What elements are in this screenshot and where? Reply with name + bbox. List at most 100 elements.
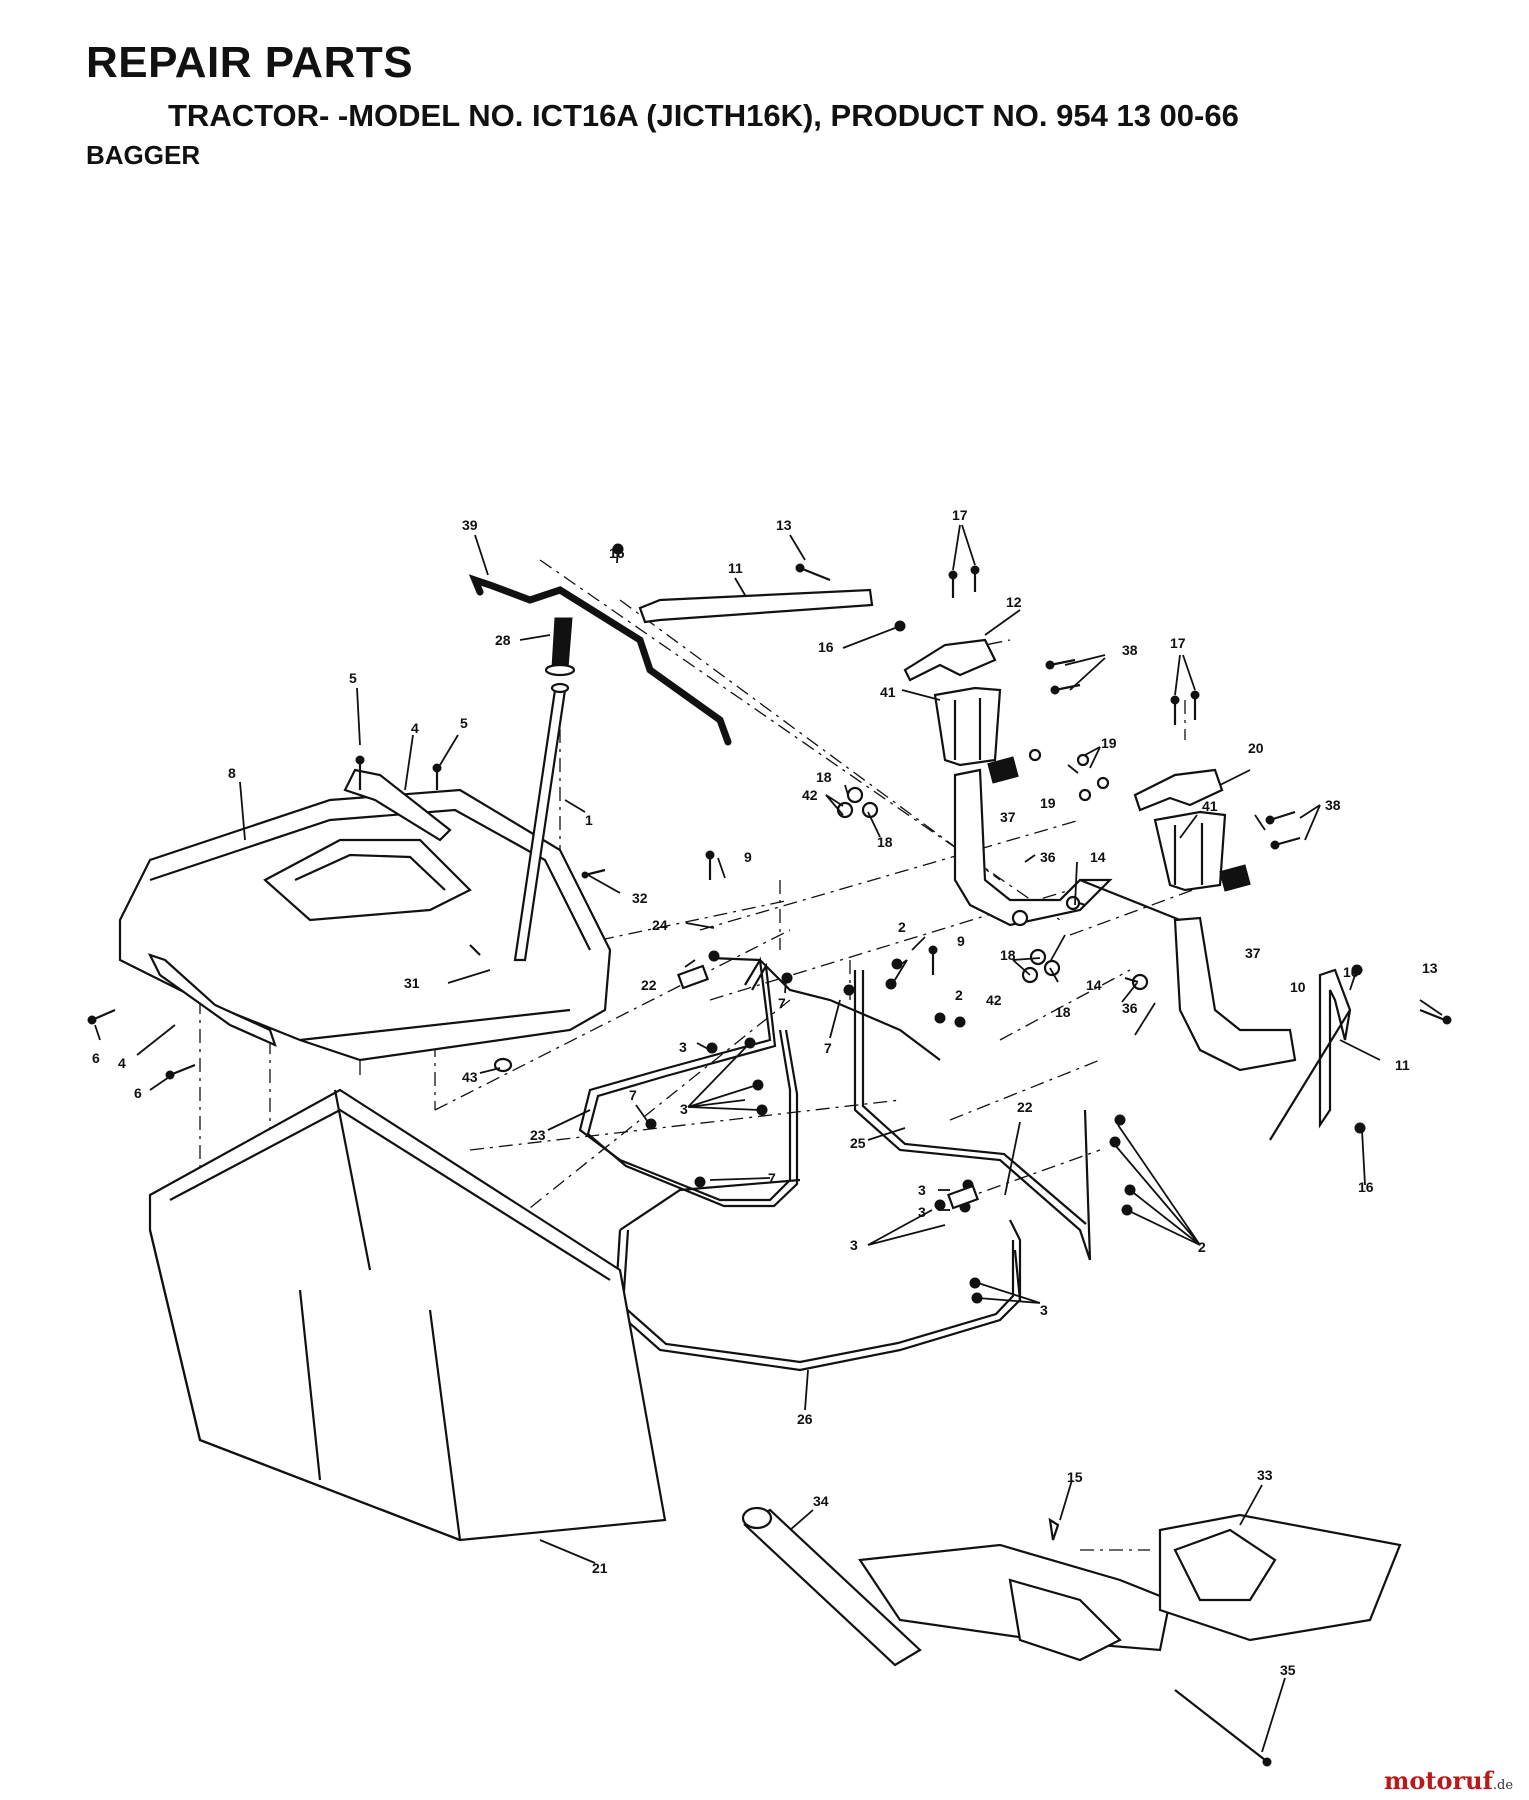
rod-part	[513, 682, 570, 962]
callout-26: 26	[797, 1411, 813, 1427]
callout-38b: 38	[1325, 797, 1341, 813]
callout-5: 5	[349, 670, 357, 686]
grip-part	[544, 617, 576, 677]
callout-16d: 16	[1358, 1179, 1374, 1195]
callout-32: 32	[632, 890, 648, 906]
callout-17b: 17	[1170, 635, 1186, 651]
callout-3: 3	[679, 1039, 687, 1055]
callout-14: 14	[1090, 849, 1106, 865]
mounting-bar-upper-part	[638, 588, 874, 624]
callout-18d: 18	[1055, 1004, 1071, 1020]
callout-11: 11	[728, 560, 743, 576]
callout-11b: 11	[1395, 1057, 1410, 1073]
callout-3b: 3	[680, 1101, 688, 1117]
callout-12: 12	[1006, 594, 1022, 610]
page-title: REPAIR PARTS	[86, 38, 414, 87]
callout-9b: 9	[957, 933, 965, 949]
callout-35: 35	[1280, 1662, 1296, 1678]
callout-2c: 2	[1198, 1239, 1206, 1255]
cross-rod-part	[709, 956, 941, 1061]
callout-18: 18	[816, 769, 832, 785]
callout-17: 17	[952, 507, 968, 523]
lower-frame-part	[613, 1178, 1022, 1372]
callout-25: 25	[850, 1135, 866, 1151]
callout-15: 15	[1067, 1469, 1083, 1485]
callout-34: 34	[813, 1493, 829, 1509]
callout-4: 4	[411, 720, 419, 736]
leader-lines	[94, 524, 1443, 1753]
callout-9: 9	[744, 849, 752, 865]
callout-1: 1	[585, 812, 593, 828]
callout-28: 28	[495, 632, 511, 648]
callout-10: 10	[1290, 979, 1306, 995]
hitch-bracket-part	[858, 1513, 1402, 1662]
callout-16b: 16	[818, 639, 834, 655]
callout-16c: 16	[1343, 964, 1359, 980]
watermark-tld: .de	[1492, 1778, 1514, 1793]
callout-42: 42	[802, 787, 818, 803]
callout-19b: 19	[1040, 795, 1056, 811]
callout-33: 33	[1257, 1467, 1273, 1483]
callout-22: 22	[641, 977, 657, 993]
hitch-tube-part	[741, 1506, 922, 1667]
callout-38: 38	[1122, 642, 1138, 658]
hinge-bar-part	[147, 953, 277, 1048]
callout-20: 20	[1248, 740, 1264, 756]
callout-13b: 13	[1422, 960, 1438, 976]
callout-7d: 7	[768, 1170, 776, 1186]
callout-6: 6	[92, 1050, 100, 1066]
callout-13: 13	[776, 517, 792, 533]
callout-8: 8	[228, 765, 236, 781]
callout-39: 39	[462, 517, 478, 533]
callout-24: 24	[652, 917, 668, 933]
callout-4b: 4	[118, 1055, 126, 1071]
callout-43: 43	[462, 1069, 478, 1085]
bent-rod-part	[468, 574, 732, 746]
callout-23: 23	[530, 1127, 546, 1143]
upper-frame-part	[578, 956, 799, 1208]
latch-lower-part	[1133, 768, 1224, 812]
rubber-block-part	[987, 756, 1019, 784]
callout-2: 2	[898, 919, 906, 935]
callout-5b: 5	[460, 715, 468, 731]
clamp-upper-part	[933, 686, 1002, 767]
callout-3f: 3	[1040, 1302, 1048, 1318]
callout-18c: 18	[1000, 947, 1016, 963]
right-bracket-part	[953, 768, 1297, 1072]
callout-3e: 3	[850, 1237, 858, 1253]
watermark-logo: motoruf.de	[1384, 1766, 1513, 1795]
grass-bag-part	[148, 1088, 667, 1542]
callout-3c: 3	[918, 1182, 926, 1198]
callout-36b: 36	[1122, 1000, 1138, 1016]
hardware-fasteners	[87, 543, 1452, 1304]
callout-42b: 42	[986, 992, 1002, 1008]
callout-7: 7	[778, 995, 786, 1011]
latch-upper-part	[903, 638, 997, 682]
callout-37: 37	[1000, 809, 1016, 825]
callout-31: 31	[404, 975, 420, 991]
pin-part	[1174, 1689, 1272, 1767]
callout-7c: 7	[629, 1087, 637, 1103]
callout-3d: 3	[918, 1204, 926, 1220]
callout-labels: 39 13 17 16 11 28 12 16 38 17 5 4 5 41 1…	[92, 507, 1438, 1678]
callout-36: 36	[1040, 849, 1056, 865]
callout-41: 41	[880, 684, 896, 700]
callout-22b: 22	[1017, 1099, 1033, 1115]
callout-37b: 37	[1245, 945, 1261, 961]
callout-41b: 41	[1202, 798, 1218, 814]
callout-2b: 2	[955, 987, 963, 1003]
callout-14b: 14	[1086, 977, 1102, 993]
callout-18b: 18	[877, 834, 893, 850]
cover-handle-part	[343, 768, 452, 842]
callout-7b: 7	[824, 1040, 832, 1056]
top-frame-part	[853, 970, 1092, 1301]
model-subtitle: TRACTOR- -MODEL NO. ICT16A (JICTH16K), P…	[168, 98, 1239, 133]
mounting-bar-lower-part	[1269, 968, 1352, 1141]
callout-6b: 6	[134, 1085, 142, 1101]
section-heading: BAGGER	[86, 140, 201, 170]
bagger-cover-part	[118, 788, 612, 1062]
hair-pin-clip-part	[1048, 1517, 1060, 1541]
watermark-name: motoruf	[1384, 1766, 1493, 1795]
callout-16: 16	[609, 545, 625, 561]
